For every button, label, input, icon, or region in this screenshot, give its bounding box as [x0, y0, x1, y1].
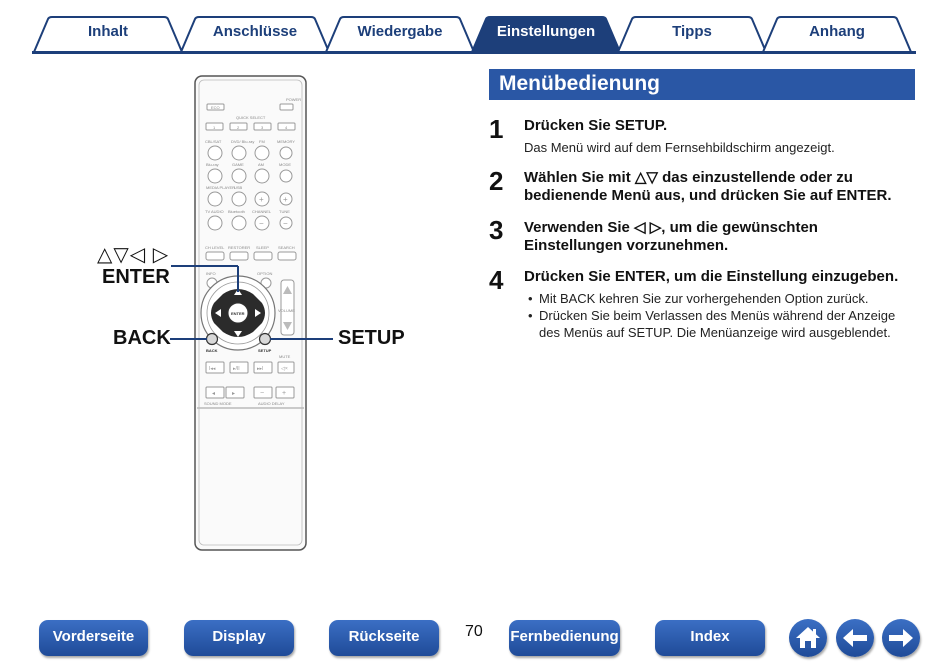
src-cbl: CBL/SAT [205, 139, 222, 144]
src-usb: USB [234, 185, 243, 190]
src-bluetooth: Bluetooth [228, 209, 245, 214]
svg-text:I◂◂: I◂◂ [209, 366, 216, 372]
step-number: 3 [489, 215, 504, 245]
step-title: Drücken Sie SETUP. [524, 117, 668, 134]
svg-text:−: − [283, 219, 288, 228]
tab-anschluesse[interactable]: Anschlüsse [179, 16, 331, 52]
step-title-line: bedienende Menü aus, und drücken Sie auf… [524, 187, 892, 204]
step-number: 1 [489, 114, 504, 144]
svg-text:−: − [259, 219, 264, 228]
rear-panel-button[interactable]: Rückseite [329, 620, 439, 656]
bullet-item: Drücken Sie beim Verlassen des Menüs wäh… [528, 307, 908, 341]
mute-label: MUTE [279, 354, 291, 359]
qs1-label: 1 [213, 125, 216, 130]
step-title-line: Einstellungen vorzunehmen. [524, 237, 729, 254]
page-number: 70 [465, 623, 483, 640]
tab-einstellungen[interactable]: Einstellungen [470, 16, 622, 52]
svg-text:▸: ▸ [232, 391, 235, 397]
svg-text:◂: ◂ [212, 391, 215, 397]
src-fm: FM [259, 139, 265, 144]
index-button[interactable]: Index [655, 620, 765, 656]
quick-select-label: QUICK SELECT [236, 115, 266, 120]
tab-anhang[interactable]: Anhang [761, 16, 913, 52]
tab-label: Anhang [809, 23, 865, 40]
arrow-right-icon [889, 629, 913, 647]
next-page-button[interactable] [882, 619, 920, 657]
src-dvd: DVD/ Blu-ray [231, 139, 254, 144]
src-game: GAME [232, 162, 244, 167]
bullet-item: Mit BACK kehren Sie zur vorhergehenden O… [528, 290, 908, 307]
remote-enter-label: ENTER [102, 266, 170, 288]
home-icon [796, 627, 820, 648]
home-button[interactable] [789, 619, 827, 657]
svg-text:◁×: ◁× [281, 366, 288, 372]
src-mode: MODE [279, 162, 291, 167]
src-am: AM [258, 162, 264, 167]
remote-arrows-label: △▽◁ ▷ [97, 244, 170, 266]
src-bluray: Blu-ray [206, 162, 219, 167]
svg-text:+: + [282, 390, 286, 397]
sleep-label: SLEEP [256, 245, 269, 250]
tab-wiedergabe[interactable]: Wiedergabe [324, 16, 476, 52]
section-header: Menübedienung [489, 69, 915, 100]
front-page-button[interactable]: Vorderseite [39, 620, 148, 656]
tab-label: Wiedergabe [357, 23, 443, 40]
audio-delay-label: AUDIO DELAY [258, 401, 285, 406]
svg-text:▸▸I: ▸▸I [257, 366, 263, 372]
qs3-label: 3 [261, 125, 264, 130]
back-key-label: BACK [206, 348, 218, 353]
step-title-line: Verwenden Sie ◁ ▷, um die gewünschten [524, 219, 818, 236]
info-label: INFO [206, 271, 216, 276]
qs2-label: 2 [237, 125, 240, 130]
tab-label: Einstellungen [496, 23, 596, 40]
tab-label: Inhalt [88, 23, 128, 40]
step-number: 4 [489, 265, 504, 295]
eco-label: ECO [211, 105, 220, 110]
ch-level-label: CH LEVEL [205, 245, 225, 250]
setup-key-label: SETUP [258, 348, 272, 353]
tab-bar: Inhalt Anschlüsse Wiedergabe Einstellung… [32, 16, 916, 54]
src-media-player: MEDIA PLAYER [206, 185, 235, 190]
step-description: Das Menü wird auf dem Fernsehbildschirm … [524, 140, 835, 155]
step-bullets: Mit BACK kehren Sie zur vorhergehenden O… [528, 290, 908, 341]
step-number: 2 [489, 166, 504, 196]
tab-inhalt[interactable]: Inhalt [32, 16, 184, 52]
restorer-label: RESTORER [228, 245, 250, 250]
src-memory: MEMORY [277, 139, 295, 144]
previous-page-button[interactable] [836, 619, 874, 657]
sound-mode-label: SOUND MODE [204, 401, 232, 406]
qs4-label: 4 [285, 125, 288, 130]
svg-text:▸/II: ▸/II [233, 366, 240, 372]
tune-label: TUNE [279, 209, 290, 214]
svg-text:−: − [260, 390, 264, 397]
tab-tipps[interactable]: Tipps [616, 16, 768, 52]
src-tv-audio: TV AUDIO [205, 209, 224, 214]
svg-text:+: + [283, 195, 288, 204]
step-title: Drücken Sie ENTER, um die Einstellung ei… [524, 268, 899, 285]
arrow-left-icon [843, 629, 867, 647]
remote-setup-label: SETUP [338, 327, 405, 349]
tab-label: Anschlüsse [212, 23, 298, 40]
section-title: Menübedienung [499, 72, 660, 95]
search-label: SEARCH [278, 245, 295, 250]
remote-back-label: BACK [113, 327, 171, 349]
power-label: POWER [286, 97, 301, 102]
remote-control-button[interactable]: Fernbedienung [509, 620, 620, 656]
channel-label: CHANNEL [252, 209, 272, 214]
volume-label: VOLUME [278, 308, 295, 313]
option-label: OPTION [257, 271, 272, 276]
step-title-line: Wählen Sie mit △▽ das einzustellende ode… [524, 169, 853, 186]
tab-underline [32, 51, 916, 54]
svg-text:+: + [259, 195, 264, 204]
display-button[interactable]: Display [184, 620, 294, 656]
enter-key-label: ENTER [231, 311, 245, 316]
tab-label: Tipps [672, 23, 712, 40]
